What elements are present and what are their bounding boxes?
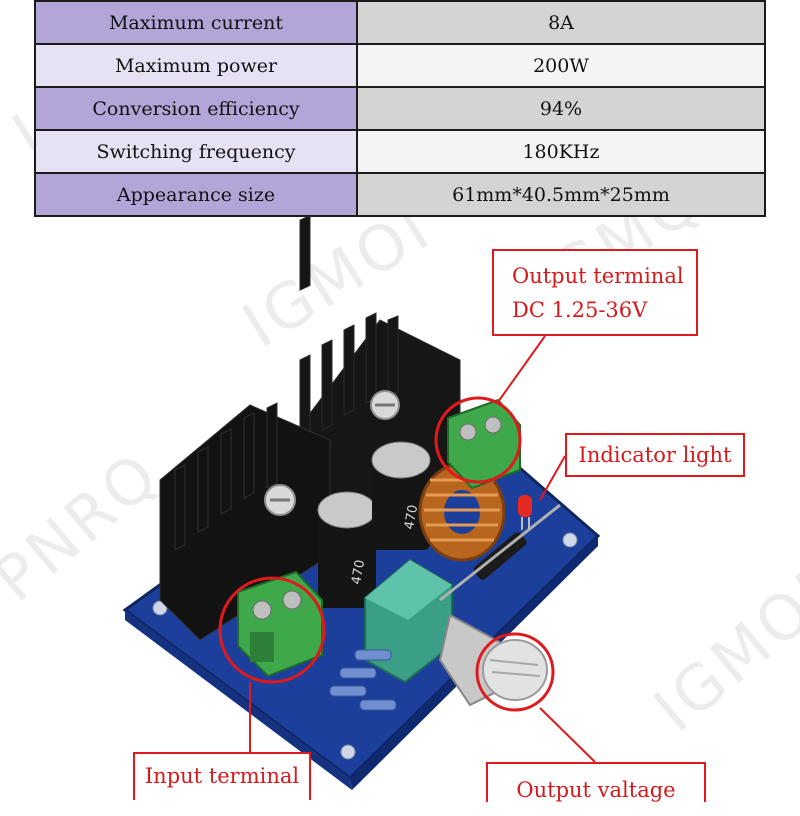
input-terminal-label: Input terminal — [144, 764, 300, 788]
pointer-line — [539, 455, 566, 501]
input-terminal-block — [237, 570, 323, 678]
indicator-light-label: Indicator light — [578, 443, 732, 467]
highlight-circle — [434, 396, 522, 484]
output-terminal-callout: Output terminal DC 1.25-36V — [492, 249, 698, 336]
mounting-hole — [152, 600, 168, 616]
mounting-hole — [562, 532, 578, 548]
spec-label: Maximum current — [34, 0, 358, 45]
table-row: Maximum power 200W — [34, 43, 766, 88]
pcb-edge — [125, 610, 352, 790]
mounting-hole — [340, 744, 356, 760]
output-terminal-voltage: DC 1.25-36V — [512, 298, 648, 322]
spec-value: 200W — [356, 43, 766, 88]
capacitor-label: 470 — [349, 559, 368, 586]
output-terminal-block — [447, 398, 521, 490]
capacitor: 470 — [371, 441, 431, 550]
spec-label: Switching frequency — [34, 129, 358, 174]
spec-value: 8A — [356, 0, 766, 45]
spec-table: Maximum current 8A Maximum power 200W Co… — [34, 0, 766, 217]
pointer-line — [497, 335, 546, 403]
spec-value: 94% — [356, 86, 766, 131]
spec-label: Appearance size — [34, 172, 358, 217]
capacitor-label: 470 — [402, 504, 421, 531]
capacitor: 470 — [317, 491, 377, 608]
highlight-circle — [475, 632, 555, 712]
output-voltage-label: Output valtage — [516, 778, 676, 802]
pointer-line — [539, 707, 596, 763]
table-row: Maximum current 8A — [34, 0, 766, 45]
input-terminal-callout: Input terminal — [133, 752, 311, 800]
highlight-circle — [218, 576, 326, 684]
table-row: Appearance size 61mm*40.5mm*25mm — [34, 172, 766, 217]
output-voltage-callout: Output valtage — [486, 762, 706, 802]
table-row: Switching frequency 180KHz — [34, 129, 766, 174]
table-row: Conversion efficiency 94% — [34, 86, 766, 131]
output-terminal-label: Output terminal — [512, 264, 684, 288]
spec-value: 61mm*40.5mm*25mm — [356, 172, 766, 217]
indicator-led — [518, 495, 532, 530]
resistor — [329, 649, 397, 711]
inductor — [418, 462, 506, 562]
spec-label: Maximum power — [34, 43, 358, 88]
indicator-light-callout: Indicator light — [565, 433, 745, 477]
spec-label: Conversion efficiency — [34, 86, 358, 131]
diode — [439, 503, 561, 602]
spec-value: 180KHz — [356, 129, 766, 174]
potentiometer — [364, 558, 548, 707]
